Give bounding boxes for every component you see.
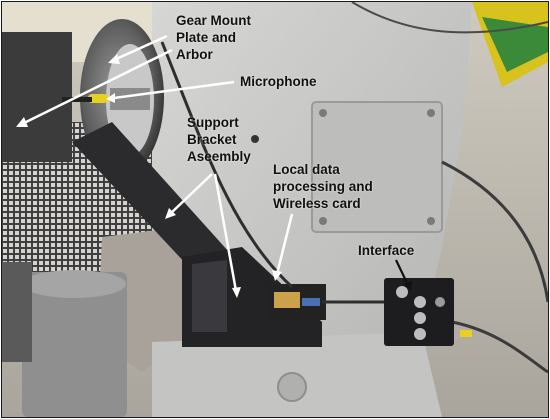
inspection-plate bbox=[311, 101, 443, 233]
left-machinery bbox=[2, 32, 72, 162]
arrow-local-data bbox=[275, 213, 294, 275]
label-line: Plate and bbox=[176, 30, 237, 45]
label-line: Gear Mount bbox=[176, 13, 252, 28]
label-microphone: Microphone bbox=[240, 73, 317, 90]
annotation-arrow-interface bbox=[395, 259, 412, 291]
microphone-rod bbox=[62, 97, 92, 102]
arrow-gear-plate bbox=[113, 34, 168, 62]
microphone bbox=[88, 94, 108, 103]
arrow-gear-arbor bbox=[21, 48, 173, 126]
plate-bolt bbox=[427, 217, 435, 225]
cable bbox=[441, 160, 548, 303]
annotation-arrows bbox=[16, 34, 294, 298]
cable bbox=[451, 320, 548, 374]
bellows bbox=[2, 262, 32, 362]
label-support-bracket: Support Bracket Aseembly bbox=[187, 114, 251, 165]
interface-port bbox=[435, 297, 445, 307]
label-line: Wireless card bbox=[273, 196, 361, 211]
plate-bolt bbox=[319, 109, 327, 117]
label-line: Bracket bbox=[187, 132, 237, 147]
label-gear-mount: Gear Mount Plate and Arbor bbox=[176, 12, 251, 63]
board-chip bbox=[274, 292, 300, 308]
label-line: Support bbox=[187, 115, 239, 130]
label-line: Interface bbox=[358, 243, 415, 258]
cable bbox=[351, 2, 548, 34]
label-local-data: Local data processing and Wireless card bbox=[273, 161, 373, 212]
cylinder-top bbox=[22, 270, 126, 298]
support-bracket-arm bbox=[72, 122, 247, 297]
arrow-bracket-arm bbox=[169, 173, 213, 215]
interface-knob bbox=[414, 328, 426, 340]
cable bbox=[160, 41, 294, 289]
base-port bbox=[277, 372, 307, 402]
interface-knob bbox=[414, 296, 426, 308]
label-line: Arbor bbox=[176, 47, 213, 62]
label-interface: Interface bbox=[358, 242, 414, 259]
board-connector bbox=[302, 298, 320, 306]
label-line: Microphone bbox=[240, 74, 317, 89]
interface-plug bbox=[460, 330, 472, 337]
arrow-microphone bbox=[113, 80, 235, 100]
label-line: processing and bbox=[273, 179, 373, 194]
interface-knob bbox=[396, 286, 408, 298]
interface-knob bbox=[414, 312, 426, 324]
plate-bolt bbox=[427, 109, 435, 117]
cylinder-housing bbox=[22, 272, 127, 417]
arrow-bracket-base bbox=[213, 173, 238, 292]
label-line: Local data bbox=[273, 162, 340, 177]
label-line: Aseembly bbox=[187, 149, 251, 164]
body-hole bbox=[251, 135, 259, 143]
bracket-rib bbox=[192, 260, 227, 332]
plate-bolt bbox=[319, 217, 327, 225]
arbor bbox=[110, 88, 150, 110]
